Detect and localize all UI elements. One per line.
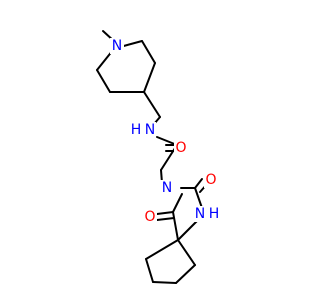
bond-ring-c2-c3 — [141, 40, 156, 64]
atom-labels: N N H O N O N H O — [110, 38, 223, 225]
bond-ring-c5-c6 — [96, 69, 111, 93]
structure-canvas: N N H O N O N H O — [96, 30, 223, 284]
bond-spiro-c4 — [172, 211, 179, 241]
ring-o-label: O — [144, 209, 155, 225]
ring-h-label: H — [209, 206, 220, 222]
bond-ring-c3-c4 — [143, 62, 156, 93]
amide-n-label: N — [145, 122, 155, 138]
bond-nh-spiro — [177, 219, 199, 241]
urea-o-bg — [204, 172, 218, 188]
bond-layer — [96, 30, 209, 284]
bond-c4-imide-n — [172, 193, 183, 213]
amide-nh-bg — [126, 122, 156, 138]
ring-n-label: N — [195, 206, 205, 222]
bond-spiro-cp1 — [177, 239, 196, 266]
bond-cp1-cp2 — [175, 264, 196, 284]
amide-h-label: H — [131, 122, 142, 138]
bond-nh-carbonyl — [156, 136, 178, 146]
ring-nh-bg — [193, 206, 223, 222]
piperidine-n-bg — [110, 38, 124, 54]
bond-c4-o-2 — [156, 217, 175, 221]
amide-o-label: O — [175, 140, 186, 156]
bond-c4-ch2 — [143, 91, 161, 118]
piperidine-n-label: N — [112, 38, 122, 54]
bond-c4-o-1 — [156, 211, 174, 215]
bond-cp3-cp4 — [145, 258, 154, 283]
bond-c2-o-1 — [194, 178, 203, 189]
ring-o-bg — [143, 209, 157, 225]
bond-cp2-cp3 — [152, 281, 177, 284]
bond-cp4-spiro — [145, 239, 179, 260]
urea-o-label: O — [205, 172, 216, 188]
amide-o-bg — [174, 140, 188, 156]
imide-n-bg — [160, 180, 174, 196]
imide-n-label: N — [162, 180, 172, 196]
molecule-structure: N N H O N O N H O — [96, 30, 223, 284]
bond-c2-nh — [194, 187, 203, 209]
